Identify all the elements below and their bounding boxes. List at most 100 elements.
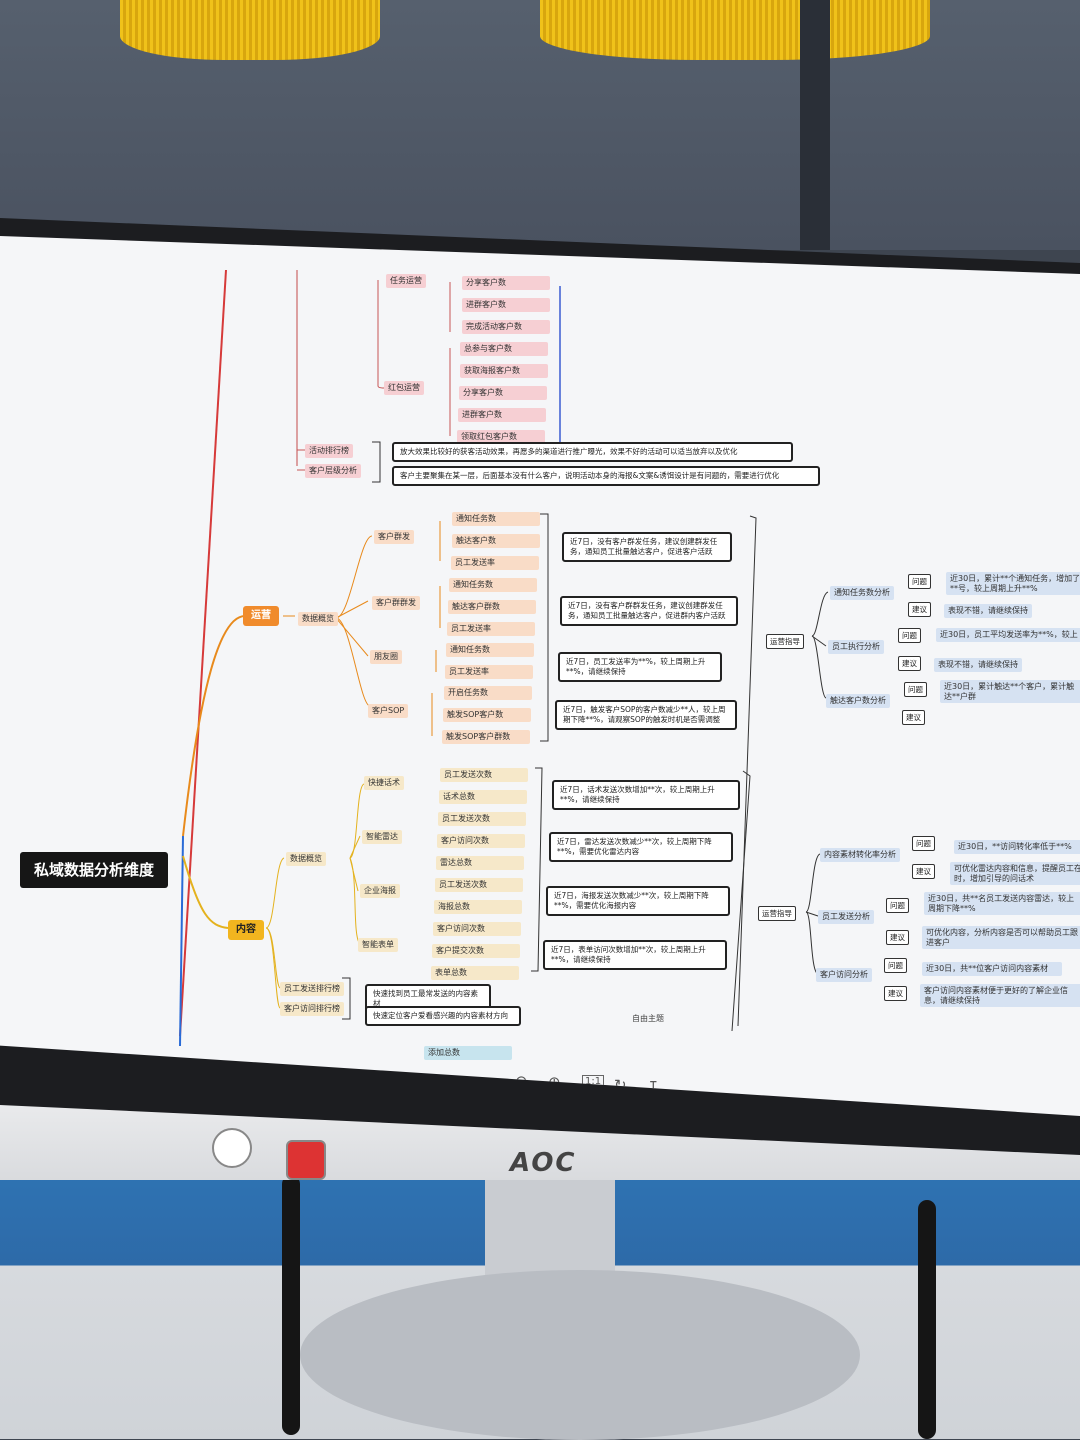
node-complete-activity[interactable]: 完成活动客户数 [462, 320, 550, 334]
tag-question[interactable]: 问题 [886, 898, 909, 913]
node-analysis[interactable]: 员工发送分析 [818, 910, 874, 924]
text-question[interactable]: 近30日，员工平均发送率为**%，较上 [936, 628, 1080, 642]
node-join-group[interactable]: 进群客户数 [462, 298, 550, 312]
node-ops-group[interactable]: 客户群群发 [372, 596, 420, 610]
node-content-item[interactable]: 海报总数 [434, 900, 522, 914]
node-analysis[interactable]: 内容素材转化率分析 [820, 848, 900, 862]
tag-suggestion[interactable]: 建议 [908, 602, 931, 617]
node-ops-guide[interactable]: 运营指导 [766, 634, 804, 649]
tag-suggestion[interactable]: 建议 [884, 986, 907, 1001]
node-redpacket-ops[interactable]: 红包运营 [384, 381, 424, 395]
note-activity-rank[interactable]: 放大效果比较好的获客活动效果，再愿多的渠道进行推广曝光，效果不好的活动可以适当放… [392, 442, 793, 463]
node-content-group[interactable]: 智能表单 [358, 938, 398, 952]
text-question[interactable]: 近30日，累计触达**个客户，累计触达**户群 [940, 680, 1080, 704]
node-content-item[interactable]: 员工发送次数 [440, 768, 528, 782]
note-content[interactable]: 近7日，表单访问次数增加**次，较上周期上升**%，请继续保持 [543, 940, 727, 971]
note-content[interactable]: 近7日，话术发送次数增加**次，较上周期上升**%，请继续保持 [552, 780, 740, 811]
node-rp-item[interactable]: 总参与客户数 [460, 342, 548, 356]
tag-suggestion[interactable]: 建议 [902, 710, 925, 725]
node-rp-item[interactable]: 进群客户数 [458, 408, 546, 422]
node-content-item[interactable]: 客户访问次数 [437, 834, 525, 848]
tag-question[interactable]: 问题 [904, 682, 927, 697]
node-root[interactable]: 私域数据分析维度 [20, 852, 169, 888]
text-suggestion[interactable]: 可优化内容，分析内容是否可以帮助员工跟进客户 [922, 926, 1080, 950]
tag-question[interactable]: 问题 [912, 836, 935, 851]
node-rp-item[interactable]: 获取海报客户数 [460, 364, 548, 378]
sticker [212, 1128, 252, 1168]
tag-suggestion[interactable]: 建议 [912, 864, 935, 879]
node-staff-rank[interactable]: 员工发送排行榜 [280, 982, 344, 996]
node-content-guide[interactable]: 运营指导 [758, 906, 796, 921]
node-analysis[interactable]: 触达客户数分析 [826, 694, 890, 708]
node-content-item[interactable]: 雷达总数 [436, 856, 524, 870]
note-ops[interactable]: 近7日，触发客户SOP的客户数减少**人，较上周期下降**%，请观察SOP的触发… [555, 700, 737, 731]
node-analysis[interactable]: 客户访问分析 [816, 968, 872, 982]
node-ops-item[interactable]: 通知任务数 [446, 643, 534, 657]
tag-suggestion[interactable]: 建议 [886, 930, 909, 945]
node-task-ops[interactable]: 任务运营 [386, 274, 426, 288]
node-content-item[interactable]: 话术总数 [439, 790, 527, 804]
node-customer-rank[interactable]: 客户访问排行榜 [280, 1002, 344, 1016]
node-ops-item[interactable]: 员工发送率 [447, 622, 535, 636]
text-question[interactable]: 近30日，共**名员工发送内容雷达，较上周期下降**% [924, 892, 1080, 916]
tag-question[interactable]: 问题 [898, 628, 921, 643]
node-content-group[interactable]: 企业海报 [360, 884, 400, 898]
monitor-brand-logo: AOC [510, 1148, 577, 1178]
tag-question[interactable]: 问题 [908, 574, 931, 589]
text-suggestion[interactable]: 客户访问内容素材便于更好的了解企业信息，请继续保持 [920, 984, 1080, 1008]
node-ops-item[interactable]: 开启任务数 [444, 686, 532, 700]
text-suggestion[interactable]: 可优化雷达内容和信息，提醒员工在时，增加引导的问话术 [950, 862, 1080, 886]
sticker [286, 1140, 326, 1180]
text-question[interactable]: 近30日，累计**个通知任务，增加了**号，较上周期上升**% [946, 572, 1080, 596]
monitor-stand-base [300, 1270, 860, 1440]
tag-suggestion[interactable]: 建议 [898, 656, 921, 671]
screen: 任务运营 分享客户数 进群客户数 完成活动客户数 红包运营 总参与客户数 获取海… [0, 236, 1080, 1116]
note-ops[interactable]: 近7日，没有客户群发任务，建议创建群发任务，通知员工批量触达客户，促进客户活跃 [562, 532, 732, 563]
node-bottom[interactable]: 添加总数 [424, 1046, 512, 1060]
text-question[interactable]: 近30日，**访问转化率低于**% [954, 840, 1080, 854]
text-question[interactable]: 近30日，共**位客户访问内容素材 [922, 962, 1062, 976]
node-ops-item[interactable]: 触发SOP客户数 [443, 708, 531, 722]
node-ops-group[interactable]: 客户SOP [368, 704, 409, 718]
node-customer-level[interactable]: 客户层级分析 [305, 464, 361, 478]
note-ops[interactable]: 近7日，员工发送率为**%，较上周期上升**%，请继续保持 [558, 652, 722, 683]
cable [918, 1200, 936, 1439]
node-ops-item[interactable]: 触发SOP客户群数 [442, 730, 530, 744]
node-share-count[interactable]: 分享客户数 [462, 276, 550, 290]
node-ops-group[interactable]: 客户群发 [374, 530, 414, 544]
node-content-item[interactable]: 员工发送次数 [438, 812, 526, 826]
node-ops-group[interactable]: 朋友圈 [370, 650, 402, 664]
node-ops[interactable]: 运营 [243, 606, 279, 626]
node-ops-item[interactable]: 通知任务数 [452, 512, 540, 526]
text-suggestion[interactable]: 表现不错，请继续保持 [934, 658, 1022, 672]
pillar [800, 0, 830, 250]
node-content-overview[interactable]: 数据概览 [286, 852, 326, 866]
node-ops-item[interactable]: 员工发送率 [451, 556, 539, 570]
note-content[interactable]: 近7日，雷达发送次数减少**次，较上周期下降**%，需要优化雷达内容 [549, 832, 733, 863]
node-analysis[interactable]: 通知任务数分析 [830, 586, 894, 600]
node-ops-item[interactable]: 触达客户数 [452, 534, 540, 548]
node-rp-item[interactable]: 分享客户数 [459, 386, 547, 400]
node-ops-item[interactable]: 触达客户群数 [448, 600, 536, 614]
free-topic[interactable]: 自由主题 [632, 1014, 664, 1023]
node-analysis[interactable]: 员工执行分析 [828, 640, 884, 654]
note-customer-rank[interactable]: 快速定位客户爱看感兴趣的内容素材方向 [365, 1006, 521, 1027]
text-suggestion[interactable]: 表现不错，请继续保持 [944, 604, 1032, 618]
node-ops-item[interactable]: 通知任务数 [449, 578, 537, 592]
note-customer-level[interactable]: 客户主要聚集在某一层，后面基本没有什么客户，说明活动本身的海报&文案&诱饵设计是… [392, 466, 820, 487]
node-content-item[interactable]: 表单总数 [431, 966, 519, 980]
node-content-group[interactable]: 快捷话术 [364, 776, 404, 790]
tag-question[interactable]: 问题 [884, 958, 907, 973]
node-content-item[interactable]: 员工发送次数 [435, 878, 523, 892]
cable [282, 1175, 300, 1435]
node-content-item[interactable]: 客户提交次数 [432, 944, 520, 958]
node-rp-item[interactable]: 领取红包客户数 [457, 430, 545, 444]
node-content[interactable]: 内容 [228, 920, 264, 940]
node-ops-overview[interactable]: 数据概览 [298, 612, 338, 626]
note-content[interactable]: 近7日，海报发送次数减少**次，较上周期下降**%，需要优化海报内容 [546, 886, 730, 917]
node-activity-rank[interactable]: 活动排行榜 [305, 444, 353, 458]
node-ops-item[interactable]: 员工发送率 [445, 665, 533, 679]
note-ops[interactable]: 近7日，没有客户群群发任务，建议创建群发任务，通知员工批量触达客户，促进群内客户… [560, 596, 738, 627]
node-content-item[interactable]: 客户访问次数 [433, 922, 521, 936]
node-content-group[interactable]: 智能雷达 [362, 830, 402, 844]
